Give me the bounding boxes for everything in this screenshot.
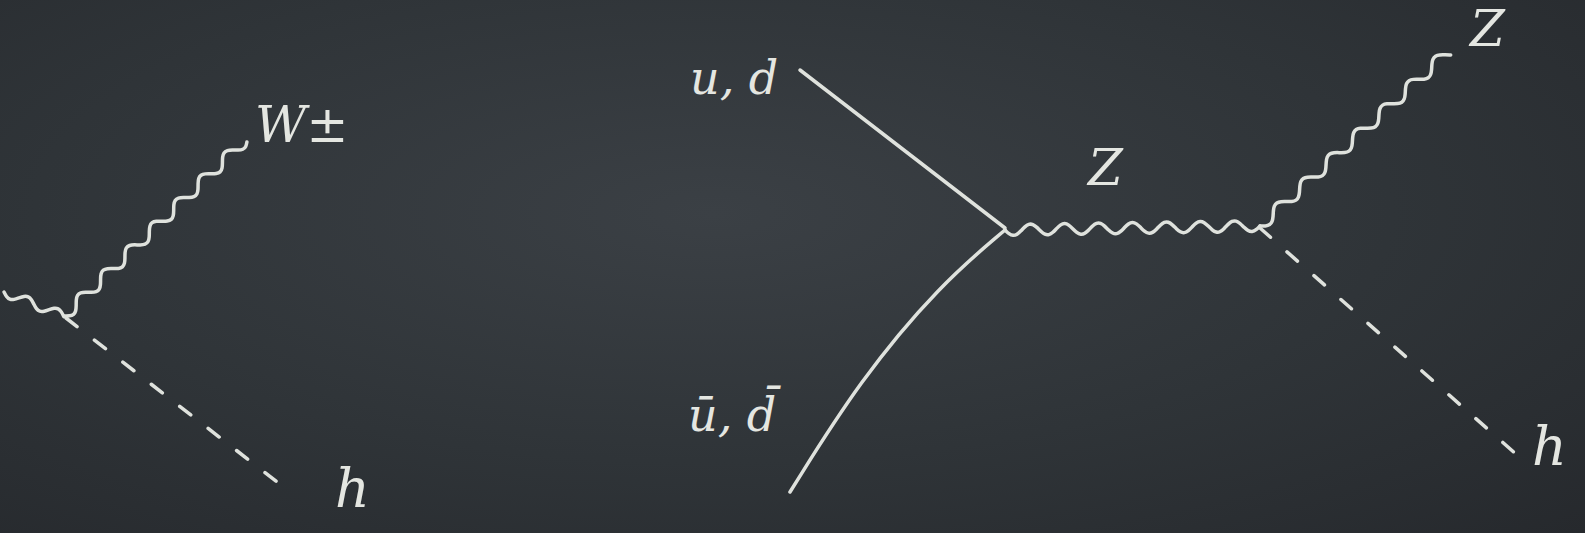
w-boson-line-in (4, 292, 64, 317)
z-propagator (1005, 221, 1260, 235)
particle-label: ū, d̄ (688, 392, 776, 438)
higgs-line-right (1260, 228, 1525, 462)
z-boson-line (1260, 55, 1451, 226)
particle-label: Z (1088, 143, 1123, 193)
antiquark-line (790, 230, 1005, 492)
quark-line (800, 70, 1005, 228)
w-boson-line (64, 142, 247, 316)
particle-label: Z (1470, 4, 1505, 54)
particle-label: h (335, 462, 370, 516)
particle-label: W± (255, 100, 348, 150)
particle-label: h (1532, 420, 1567, 474)
higgs-line-left (66, 318, 290, 492)
particle-label: u, d (690, 55, 778, 101)
